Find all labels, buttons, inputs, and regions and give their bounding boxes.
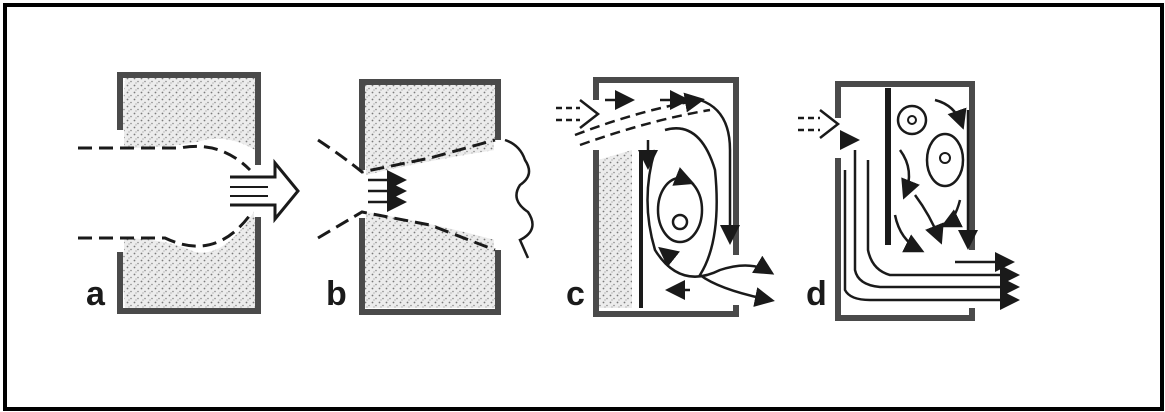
panel-a-outlet-gap — [254, 165, 262, 217]
panel-c: c — [556, 80, 770, 314]
panel-d-vortex-2 — [927, 134, 963, 186]
panel-c-outlet-gap — [732, 255, 740, 305]
panel-b-label: b — [326, 275, 347, 313]
panel-d: d — [798, 84, 1015, 318]
panel-d-room-walls — [838, 84, 972, 318]
panel-a: a — [78, 75, 298, 313]
panel-a-lower-streamline — [78, 215, 250, 246]
panel-a-upper-fill — [120, 78, 255, 150]
panel-a-upper-streamline — [78, 146, 250, 170]
panel-a-outlet-arrow — [230, 163, 298, 219]
panel-a-label: a — [86, 275, 106, 313]
panel-c-vortex-outer — [658, 178, 702, 242]
panel-c-label: c — [566, 275, 585, 313]
panel-b: b — [318, 82, 533, 313]
panel-b-upper-fill — [364, 85, 495, 175]
panel-c-stagnant-fill — [598, 150, 632, 308]
panel-b-outlet-gap — [494, 140, 502, 250]
panel-a-lower-fill — [120, 210, 255, 308]
panel-c-vortex-core — [673, 215, 687, 229]
panel-d-label: d — [806, 275, 827, 313]
panel-d-vortex-1 — [898, 106, 926, 134]
panel-b-lower-fill — [364, 212, 495, 308]
panel-b-wavy-jet-edge — [505, 140, 533, 258]
